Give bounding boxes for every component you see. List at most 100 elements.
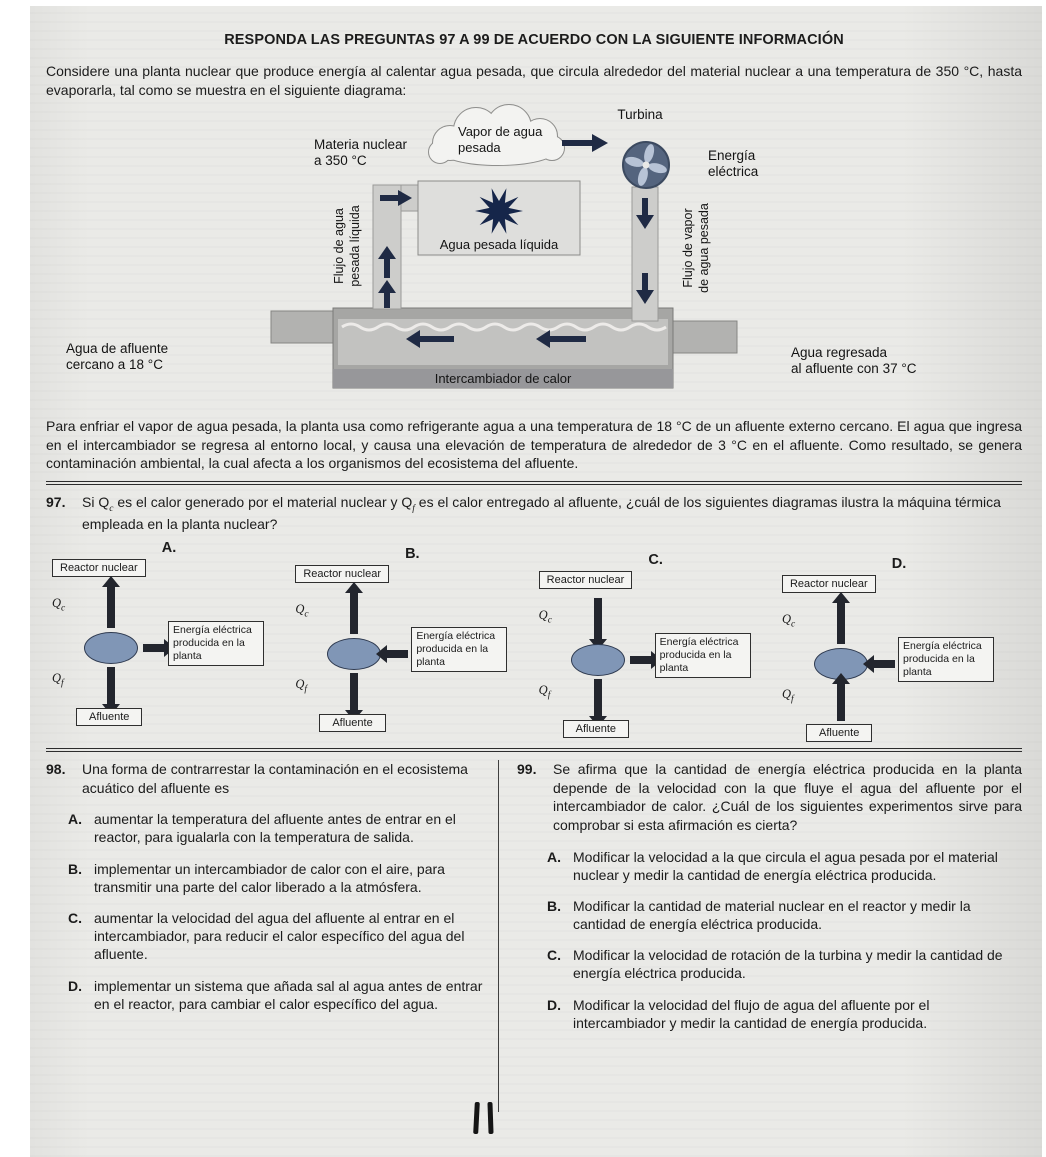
engine-ellipse [570,644,625,677]
qf-label: Qf [295,677,307,695]
turbine-label: Turbina [617,107,663,122]
exchanger-label-band [333,369,673,389]
intro-paragraph: Considere una planta nuclear que produce… [46,63,1022,98]
water-wave [341,322,667,332]
svg-text:pesada líquida: pesada líquida [348,206,362,287]
electric-energy-label-line1: Energía [708,148,756,163]
afluente-box: Afluente [805,724,873,743]
right-flow-label: Flujo de vapor de agua pesada [681,203,711,293]
heat-out-arrow [102,667,120,716]
option-letter: C. [547,947,561,964]
vapor-label-line1: Vapor de agua [458,124,543,139]
option-text: aumentar la temperatura del afluente ant… [94,811,456,846]
heavy-water-label: Agua pesada líquida [440,237,559,252]
qf-label: Qf [538,683,551,701]
question-97-number: 97. [46,494,66,511]
question-97: 97. Si Qc es el calor generado por el ma… [46,493,1022,534]
inlet-pipe [270,310,336,344]
page-title: RESPONDA LAS PREGUNTAS 97 A 99 DE ACUERD… [224,32,844,48]
option-letter: B. [405,546,420,563]
question-98-stem: Una forma de contrarrestar la contaminac… [82,761,468,796]
turbine-hub [642,161,650,169]
q99-option-a[interactable]: A. Modificar la velocidad a la que circu… [547,848,1022,884]
qc-label: Qc [52,596,66,614]
q98-option-d[interactable]: D. implementar un sistema que añada sal … [68,977,484,1013]
q98-option-b[interactable]: B. implementar un intercambiador de calo… [68,860,484,896]
option-letter: B. [547,897,561,914]
option-letter: C. [648,552,663,569]
afluente-box: Afluente [319,714,386,733]
option-letter: B. [68,860,82,877]
left-flow-label: Flujo de agua pesada líquida [332,206,362,287]
reactor-box: Reactor nuclear [538,571,633,590]
vapor-cloud-fill [429,105,564,166]
question-99-stem: Se afirma que la cantidad de energía elé… [553,761,1022,833]
section-divider [46,481,1022,486]
nuclear-material-label-line1: Materia nuclear [314,137,408,152]
scan-artifact [468,1101,508,1140]
heat-in-arrow [588,598,607,651]
scanned-page: RESPONDA LAS PREGUNTAS 97 A 99 DE ACUERD… [30,6,1042,1157]
question-97-stem: Si Qc es el calor generado por el materi… [82,494,1001,533]
option-text: Modificar la velocidad a la que circula … [573,848,998,883]
heat-out-arrow [831,673,850,722]
work-arrow [143,639,175,658]
q98-option-a[interactable]: A. aumentar la temperatura del afluente … [68,810,484,846]
flow-arrows [378,134,654,349]
option-letter: D. [68,977,82,994]
option-text: Modificar la velocidad de rotación de la… [573,947,1003,982]
electric-energy-label-line2: eléctrica [708,164,759,179]
option-letter: C. [68,910,82,927]
heat-exchanger-label: Intercambiador de calor [435,371,572,386]
qf-label: Qf [781,687,794,705]
nuclear-burst-icon [475,188,523,235]
afluente-box: Afluente [76,708,143,727]
inlet-water-label-line2: cercano a 18 °C [66,357,163,372]
svg-text:Flujo de vapor: Flujo de vapor [681,209,695,288]
qf-label: Qf [52,671,64,689]
heat-out-arrow [345,673,364,722]
outlet-water-label-line2: al afluente con 37 °C [791,361,917,376]
option-text: aumentar la velocidad del agua del aflue… [94,910,465,963]
q99-option-b[interactable]: B. Modificar la cantidad de material nuc… [547,897,1022,933]
q98-option-c[interactable]: C. aumentar la velocidad del agua del af… [68,909,484,964]
vapor-label-line2: pesada [458,140,501,155]
question-99-number: 99. [517,761,537,778]
question-99: 99. Se afirma que la cantidad de energía… [498,760,1022,1113]
option-text: Modificar la cantidad de material nuclea… [573,897,971,933]
heat-in-arrow [345,582,364,635]
qc-label: Qc [538,608,552,626]
option-letter: A. [161,540,177,557]
engine-ellipse [84,632,138,665]
option-letter: D. [891,556,907,573]
afluente-box: Afluente [562,720,630,739]
option-letter: D. [547,996,561,1013]
work-arrow [862,655,895,674]
reactor-box: Reactor nuclear [295,565,389,584]
svg-text:de agua pesada: de agua pesada [697,203,711,293]
q99-option-c[interactable]: C. Modificar la velocidad de rotación de… [547,946,1022,982]
q99-option-d[interactable]: D. Modificar la velocidad del flujo de a… [547,996,1022,1032]
reactor-box: Reactor nuclear [781,575,876,594]
work-arrow [376,645,409,664]
option-text: implementar un intercambiador de calor c… [94,860,445,895]
heat-out-arrow [588,679,607,728]
option-letter: A. [547,848,561,865]
heat-in-arrow [102,576,120,629]
work-arrow [629,651,662,670]
qc-label: Qc [295,602,309,620]
reactor-box: Reactor nuclear [52,559,146,578]
plant-diagram-svg: Agua pesada líquida Vapor de agua pesada… [66,104,917,389]
